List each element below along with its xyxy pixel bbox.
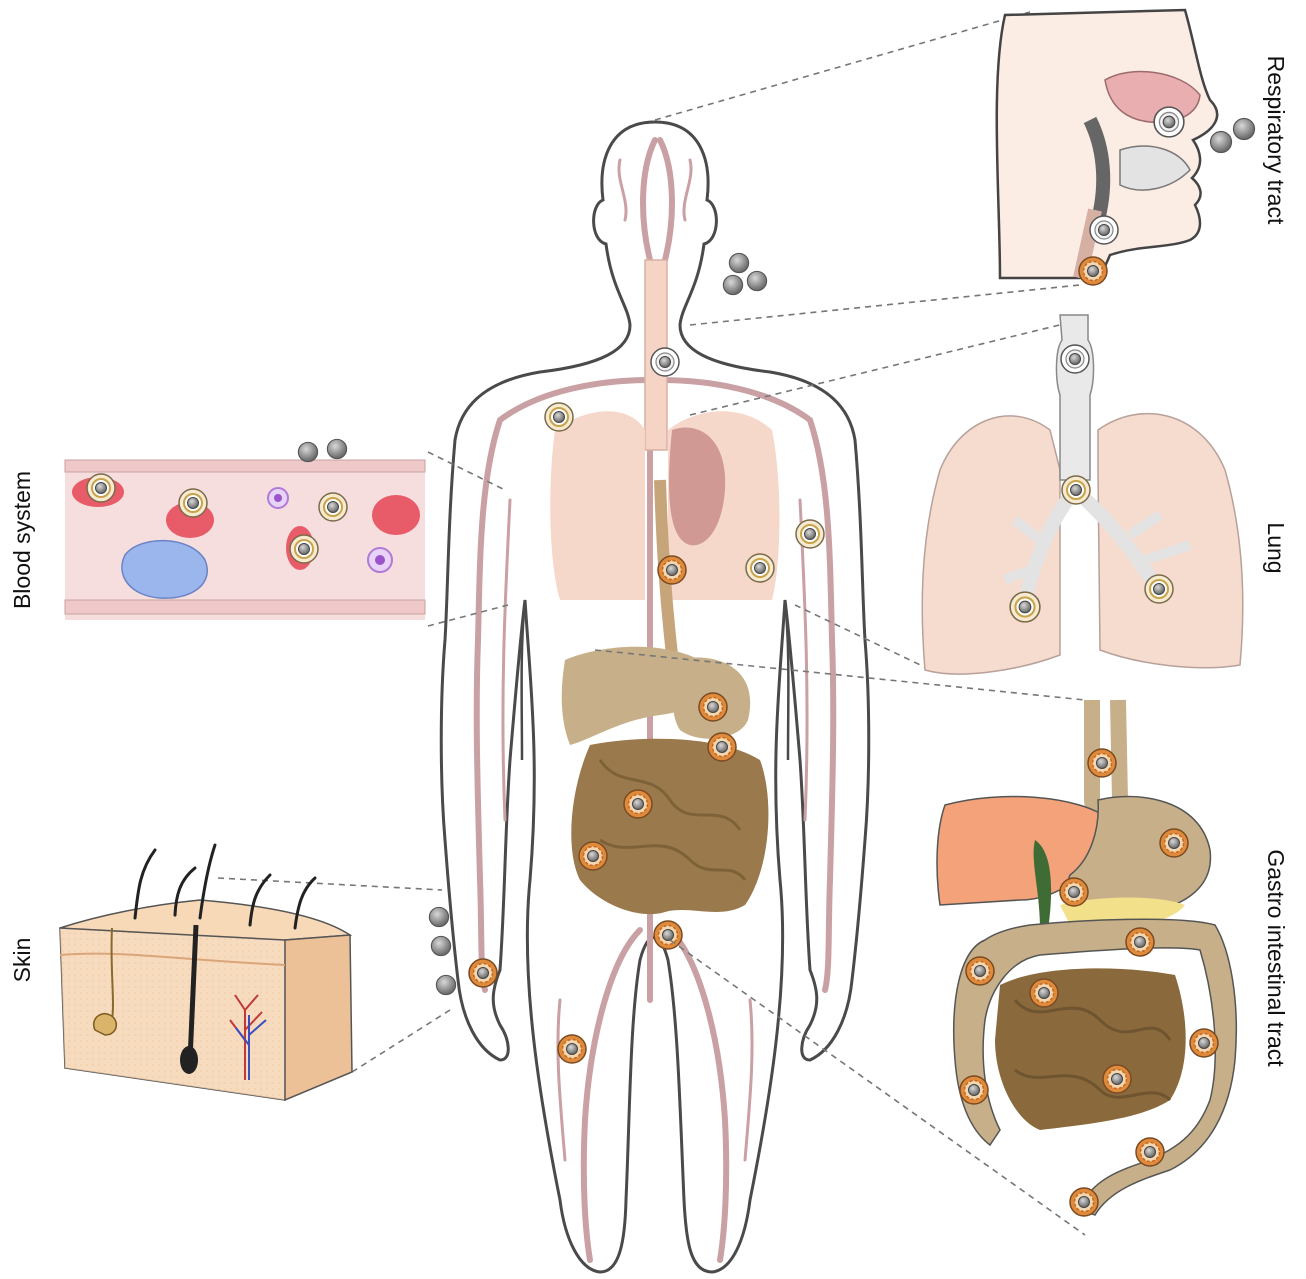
label-respiratory-tract: Respiratory tract xyxy=(1263,56,1289,225)
coated-particle-icon xyxy=(1010,592,1040,622)
coated-particle-icon xyxy=(1090,216,1118,244)
coated-particle-icon xyxy=(796,520,824,548)
gi-small-intestine xyxy=(995,968,1186,1130)
arm-inner-line-left xyxy=(522,600,525,760)
sweat-gland xyxy=(94,1014,117,1035)
coated-particle-icon xyxy=(651,348,679,376)
red-blood-cell xyxy=(372,495,420,535)
gray-particle-icon xyxy=(327,439,346,458)
coated-particle-icon xyxy=(290,535,318,563)
uptaken-particle-icon xyxy=(1060,878,1088,906)
uptaken-particle-icon xyxy=(579,842,607,870)
uptaken-particle-icon xyxy=(708,733,736,761)
lung-trachea xyxy=(1056,315,1093,480)
uptaken-particle-icon xyxy=(1160,829,1188,857)
uptaken-particle-icon xyxy=(658,556,686,584)
coated-particle-icon xyxy=(1062,476,1090,504)
gray-particle-icon xyxy=(298,442,317,461)
label-gastro-intestinal-tract: Gastro intestinal tract xyxy=(1263,849,1289,1067)
uptaken-particle-icon xyxy=(966,957,994,985)
uptaken-particle-icon xyxy=(699,693,727,721)
uptaken-particle-icon xyxy=(1136,1138,1164,1166)
respiratory-tract-panel xyxy=(997,10,1255,285)
skin-panel xyxy=(60,845,352,1100)
coated-particle-icon xyxy=(746,554,774,582)
gray-particle-icon xyxy=(1234,119,1255,140)
label-lung: Lung xyxy=(1263,522,1289,573)
gastro-intestinal-panel xyxy=(937,700,1236,1216)
white-blood-cell xyxy=(122,541,207,599)
uptaken-particle-icon xyxy=(1103,1065,1131,1093)
gray-particle-icon xyxy=(729,253,748,272)
gray-particle-icon xyxy=(1211,132,1232,153)
uptaken-particle-icon xyxy=(1190,1029,1218,1057)
uptaken-particle-icon xyxy=(960,1076,988,1104)
uptaken-particle-icon xyxy=(654,921,682,949)
coated-particle-icon xyxy=(1061,345,1089,373)
uptaken-particle-icon xyxy=(1030,979,1058,1007)
coated-particle-icon xyxy=(87,474,115,502)
uptaken-particle-icon xyxy=(1088,749,1116,777)
uptaken-particle-icon xyxy=(558,1035,586,1063)
lung-panel xyxy=(922,315,1243,674)
uptaken-particle-icon xyxy=(1079,257,1107,285)
coated-particle-icon xyxy=(1145,575,1173,603)
gray-particle-icon xyxy=(436,975,455,994)
gray-particle-icon xyxy=(723,275,742,294)
human-body xyxy=(429,122,868,1272)
arm-inner-line-right xyxy=(785,600,788,760)
blood-system-panel xyxy=(65,439,425,620)
uptaken-particle-icon xyxy=(1070,1188,1098,1216)
uptaken-particle-icon xyxy=(624,790,652,818)
coated-particle-icon xyxy=(319,493,347,521)
coated-particle-icon xyxy=(1154,107,1184,137)
label-skin: Skin xyxy=(9,938,35,983)
uptaken-particle-icon xyxy=(469,959,497,987)
uptaken-particle-icon xyxy=(1126,928,1154,956)
coated-particle-icon xyxy=(545,403,573,431)
lung-left xyxy=(550,411,645,600)
gray-particle-icon xyxy=(431,936,450,955)
skin-block-side xyxy=(285,935,352,1100)
label-blood-system: Blood system xyxy=(9,471,35,609)
gray-particle-icon xyxy=(429,907,448,926)
coated-particle-icon xyxy=(179,489,207,517)
gray-particle-icon xyxy=(747,271,766,290)
